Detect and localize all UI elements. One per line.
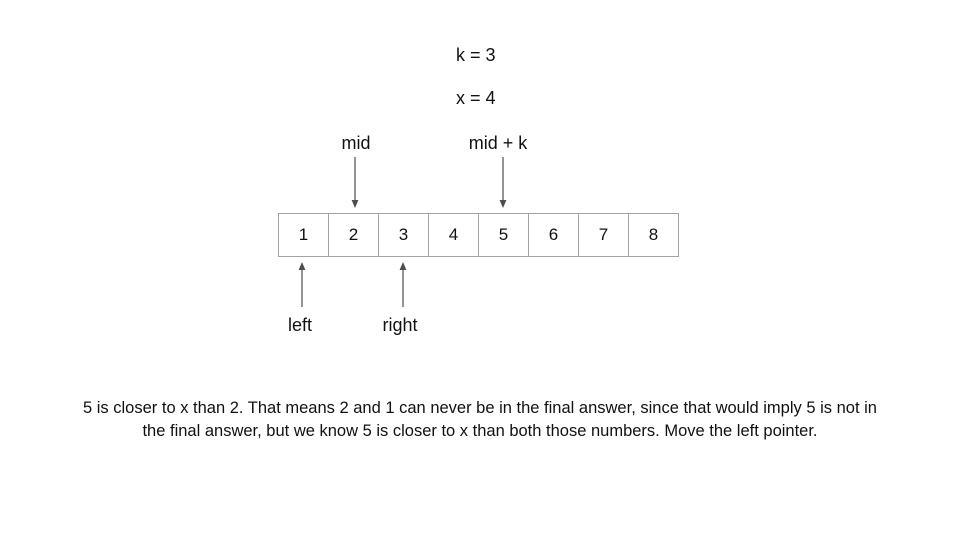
array-cell: 4 xyxy=(428,213,479,257)
array-cell: 3 xyxy=(378,213,429,257)
mid-pointer-label: mid xyxy=(341,133,371,153)
mid-plus-k-pointer-label: mid + k xyxy=(468,133,528,153)
caption-line-2: the final answer, but we know 5 is close… xyxy=(142,421,818,440)
array-cell: 1 xyxy=(278,213,329,257)
right-pointer-label: right xyxy=(382,315,418,335)
left-pointer-label: left xyxy=(287,315,313,335)
mid-plus-k-arrow-down-icon xyxy=(499,157,507,208)
array-cell: 2 xyxy=(328,213,379,257)
k-value-label: k = 3 xyxy=(456,45,496,65)
x-value-label: x = 4 xyxy=(456,88,496,108)
mid-arrow-down-icon xyxy=(351,157,359,208)
caption-line-1: 5 is closer to x than 2. That means 2 an… xyxy=(83,399,877,417)
array-cell: 5 xyxy=(478,213,529,257)
caption-text: 5 is closer to x than 2. That means 2 an… xyxy=(0,397,960,442)
array-cell: 8 xyxy=(628,213,679,257)
left-arrow-up-icon xyxy=(298,262,306,307)
array-cell: 7 xyxy=(578,213,629,257)
array-cell: 6 xyxy=(528,213,579,257)
right-arrow-up-icon xyxy=(399,262,407,307)
